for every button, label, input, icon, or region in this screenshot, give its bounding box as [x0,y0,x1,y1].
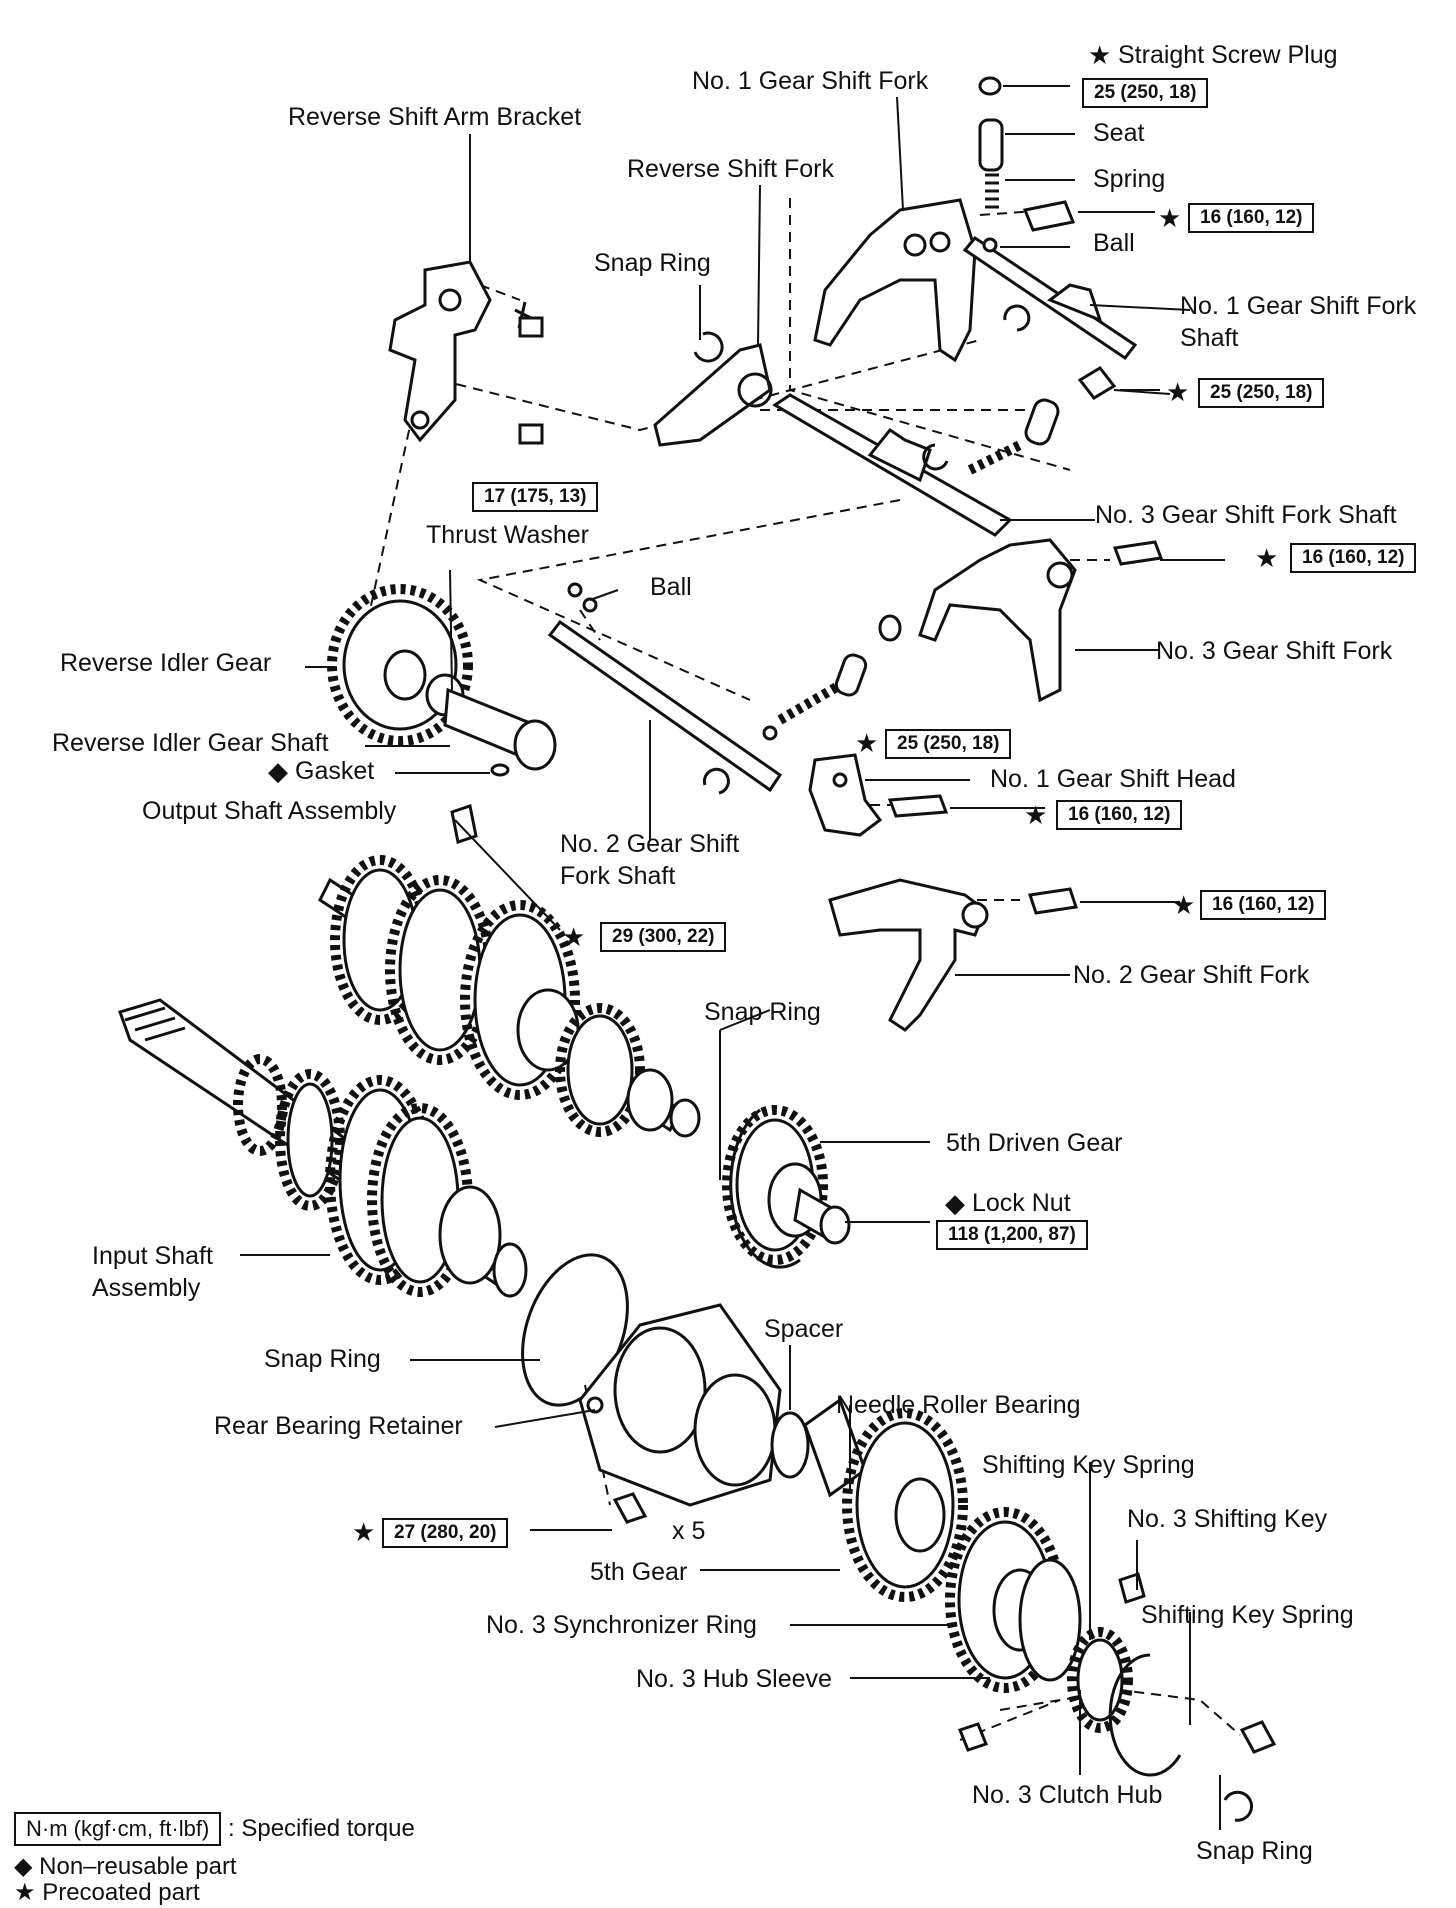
legend-non-reusable-text: Non–reusable part [39,1853,237,1880]
torque-lock-nut: 118 (1,200, 87) [936,1220,1088,1250]
input-shaft-assembly-part [118,998,528,1298]
label-no3-synchronizer-ring: No. 3 Synchronizer Ring [486,1611,757,1639]
label-needle-roller-bearing: Needle Roller Bearing [836,1391,1081,1419]
label-no3-gear-shift-fork-shaft: No. 3 Gear Shift Fork Shaft [1095,501,1397,529]
rear-bearing-retainer-part [521,1253,782,1524]
diamond-marker: ◆ [14,1853,33,1880]
label-snap-ring-mid: Snap Ring [704,998,821,1026]
label-spring: Spring [1093,165,1166,193]
label-thrust-washer: Thrust Washer [426,521,590,549]
label-rear-bearing-retainer: Rear Bearing Retainer [214,1412,463,1440]
label-ball-mid: Ball [650,573,692,601]
legend-torque-desc: : Specified torque [228,1815,415,1842]
label-ball-top: Ball [1093,229,1135,257]
synchronizer-assembly-part [945,1507,1277,1822]
torque-bolt-no3-fork: 16 (160, 12) [1290,543,1417,573]
star-marker: ★ [14,1879,36,1906]
label-no3-shifting-key: No. 3 Shifting Key [1127,1505,1328,1533]
label-seat: Seat [1093,119,1145,147]
label-reverse-shift-arm-bracket: Reverse Shift Arm Bracket [288,103,582,131]
torque-plug-mid: 25 (250, 18) [885,729,1012,759]
legend-non-reusable: ◆ Non–reusable part [14,1852,237,1882]
label-reverse-shift-fork: Reverse Shift Fork [627,155,835,183]
label-reverse-idler-gear: Reverse Idler Gear [60,649,272,677]
no3-gear-shift-fork-shaft-part [772,393,1013,537]
label-no3-hub-sleeve: No. 3 Hub Sleeve [636,1665,832,1693]
detent-springs-part [762,398,1060,741]
star-marker: ★ [855,728,879,758]
label-spacer: Spacer [764,1315,844,1343]
label-no3-gear-shift-fork: No. 3 Gear Shift Fork [1156,637,1393,665]
star-marker: ★ [562,922,586,952]
reverse-shift-arm-bracket-part [388,260,544,445]
label-bolt-count: x 5 [672,1517,706,1545]
label-snap-ring-bottom: Snap Ring [1196,1837,1313,1865]
no1-gear-shift-fork-shaft-part [962,236,1138,361]
legend-torque: N·m (kgf·cm, ft·lbf) : Specified torque [14,1812,415,1846]
no2-gear-shift-fork-part [828,878,1078,1032]
label-no3-clutch-hub: No. 3 Clutch Hub [972,1781,1163,1809]
torque-bolt-no2-fork: 16 (160, 12) [1200,890,1327,920]
screw-plug-stack-part [978,76,1117,400]
reverse-idler-gear-part [327,584,557,844]
fifth-gear-part [770,1397,968,1602]
label-snap-ring-left: Snap Ring [264,1345,381,1373]
label-reverse-idler-gear-shaft: Reverse Idler Gear Shaft [52,729,329,757]
label-no1-gear-shift-head: No. 1 Gear Shift Head [990,765,1236,793]
diamond-marker: ◆ [945,1188,965,1218]
star-marker: ★ [1172,890,1196,920]
torque-plug-right: 25 (250, 18) [1198,378,1325,408]
diamond-marker: ◆ [268,756,288,786]
output-shaft-assembly-part [318,855,701,1138]
label-shifting-key-spring-1: Shifting Key Spring [982,1451,1195,1479]
label-output-shaft-assembly: Output Shaft Assembly [142,797,397,825]
star-marker: ★ [1088,40,1112,70]
torque-bolt-output: 29 (300, 22) [600,922,727,952]
label-snap-ring-top: Snap Ring [594,249,711,277]
label-lock-nut: Lock Nut [972,1189,1071,1217]
fifth-driven-gear-part [722,1105,851,1269]
label-straight-screw-plug: Straight Screw Plug [1118,41,1338,69]
star-marker: ★ [1255,543,1279,573]
torque-plug: 25 (250, 18) [1082,78,1209,108]
no1-gear-shift-fork-part [813,198,977,363]
label-no1-gear-shift-fork-shaft: No. 1 Gear Shift Fork Shaft [1180,292,1417,352]
star-marker: ★ [1158,203,1182,233]
label-no1-gear-shift-fork: No. 1 Gear Shift Fork [692,67,929,95]
no3-gear-shift-fork-part [918,538,1164,703]
star-marker: ★ [1024,800,1048,830]
star-marker: ★ [1166,377,1190,407]
torque-bracket-bolt: 17 (175, 13) [472,482,599,512]
torque-retainer-bolt: 27 (280, 20) [382,1518,509,1548]
torque-bolt-no1-fork: 16 (160, 12) [1188,203,1315,233]
label-gasket: Gasket [295,757,375,785]
torque-bolt-head: 16 (160, 12) [1056,800,1183,830]
leader-lines [240,85,1225,1830]
label-shifting-key-spring-2: Shifting Key Spring [1141,1601,1354,1629]
label-input-shaft-assembly: Input Shaft Assembly [92,1242,213,1302]
no1-gear-shift-head-part [808,753,949,837]
label-no2-gear-shift-fork-shaft: No. 2 Gear Shift Fork Shaft [560,830,740,890]
label-fifth-driven-gear: 5th Driven Gear [946,1129,1123,1157]
label-no2-gear-shift-fork: No. 2 Gear Shift Fork [1073,961,1310,989]
legend-precoated: ★ Precoated part [14,1878,200,1908]
reverse-shift-fork-part [653,331,773,447]
star-marker: ★ [352,1517,376,1547]
legend-torque-box: N·m (kgf·cm, ft·lbf) [14,1812,222,1846]
label-fifth-gear: 5th Gear [590,1558,688,1586]
